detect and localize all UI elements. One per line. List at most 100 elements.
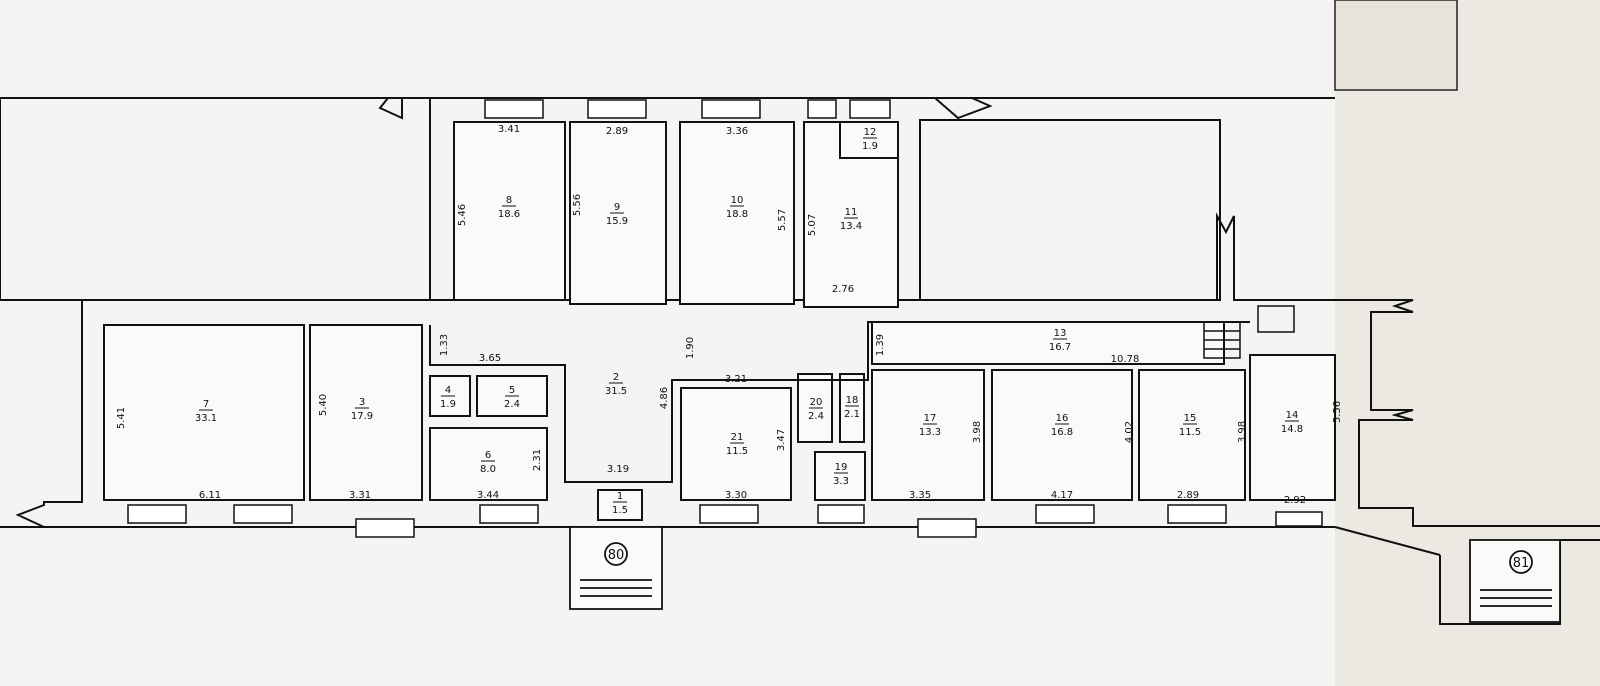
window <box>701 99 761 119</box>
room-area: 2.4 <box>504 399 520 410</box>
dimension-label: 3.21 <box>725 374 747 385</box>
dimension-label: 1.90 <box>685 337 696 359</box>
room-number: 3 <box>359 397 365 408</box>
room-number: 16 <box>1056 413 1069 424</box>
room-number: 18 <box>846 395 859 406</box>
dimension-label: 2.92 <box>1284 495 1306 506</box>
room-8 <box>453 121 566 301</box>
room-number: 9 <box>614 202 620 213</box>
room-area: 2.4 <box>808 411 824 422</box>
room-area: 18.6 <box>498 209 520 220</box>
entrance-80-label: 80 <box>608 548 625 563</box>
room-number: 13 <box>1054 328 1067 339</box>
room-number: 15 <box>1184 413 1197 424</box>
dimension-label: 2.76 <box>832 284 854 295</box>
dimension-label: 1.39 <box>875 334 886 356</box>
room-number: 19 <box>835 462 848 473</box>
room-area: 1.9 <box>440 399 456 410</box>
room-area: 16.7 <box>1049 342 1071 353</box>
room-2-outline <box>429 321 1250 483</box>
dimension-label: 5.56 <box>572 194 583 216</box>
room-number: 20 <box>810 397 823 408</box>
room-number: 7 <box>203 399 209 410</box>
room-area: 31.5 <box>605 386 627 397</box>
room-16 <box>991 369 1133 501</box>
room-number: 5 <box>509 385 515 396</box>
dimension-label: 5.40 <box>318 394 329 416</box>
dimension-label: 5.56 <box>1332 401 1343 423</box>
room-number: 8 <box>506 195 512 206</box>
room-18 <box>839 373 865 443</box>
room-area: 16.8 <box>1051 427 1073 438</box>
room-number: 12 <box>864 127 877 138</box>
dimension-label: 3.35 <box>909 490 931 501</box>
dimension-label: 3.41 <box>498 124 520 135</box>
dimension-label: 3.30 <box>725 490 747 501</box>
room-area: 1.5 <box>612 505 628 516</box>
room-number: 11 <box>845 207 858 218</box>
dimension-label: 3.19 <box>607 464 629 475</box>
room-area: 33.1 <box>195 413 217 424</box>
room-number: 4 <box>445 385 451 396</box>
dimension-label: 3.44 <box>477 490 499 501</box>
window <box>587 99 647 119</box>
room-area: 11.5 <box>1179 427 1201 438</box>
room-area: 17.9 <box>351 411 373 422</box>
entrance-80-marker <box>604 542 628 566</box>
room-area: 2.1 <box>844 409 860 420</box>
dimension-label: 4.02 <box>1124 421 1135 443</box>
dimension-label: 5.57 <box>777 209 788 231</box>
room-17 <box>871 369 985 501</box>
window <box>849 99 891 119</box>
dimension-label: 3.31 <box>349 490 371 501</box>
room-area: 3.3 <box>833 476 849 487</box>
entrance-81-label: 81 <box>1513 556 1530 571</box>
dimension-label: 3.98 <box>1237 421 1248 443</box>
room-number: 17 <box>924 413 937 424</box>
room-number: 2 <box>613 372 619 383</box>
dimension-label: 3.47 <box>776 429 787 451</box>
entrance-81-marker <box>1509 550 1533 574</box>
dimension-label: 3.65 <box>479 353 501 364</box>
room-12 <box>839 121 899 159</box>
dimension-label: 10.78 <box>1111 354 1140 365</box>
room-13 <box>871 321 1225 365</box>
room-number: 21 <box>731 432 744 443</box>
room-area: 11.5 <box>726 446 748 457</box>
room-area: 13.4 <box>840 221 862 232</box>
dimension-label: 6.11 <box>199 490 221 501</box>
dimension-label: 2.31 <box>532 449 543 471</box>
dimension-label: 1.33 <box>439 334 450 356</box>
room-area: 14.8 <box>1281 424 1303 435</box>
neighbor-building-outline <box>1334 0 1458 91</box>
dimension-label: 3.98 <box>972 421 983 443</box>
dimension-label: 5.41 <box>116 407 127 429</box>
dimension-label: 4.86 <box>659 387 670 409</box>
dimension-label: 3.36 <box>726 126 748 137</box>
room-area: 18.8 <box>726 209 748 220</box>
room-15 <box>1138 369 1246 501</box>
dimension-label: 5.46 <box>457 204 468 226</box>
room-number: 14 <box>1286 410 1299 421</box>
room-10 <box>679 121 795 305</box>
stair-13 <box>1203 305 1295 359</box>
room-14 <box>1249 354 1336 501</box>
room-19 <box>814 451 866 501</box>
room-area: 13.3 <box>919 427 941 438</box>
room-number: 10 <box>731 195 744 206</box>
room-3 <box>309 324 423 501</box>
room-6 <box>429 427 548 501</box>
outer-wall-path <box>0 212 1600 528</box>
room-area: 1.9 <box>862 141 878 152</box>
room-number: 6 <box>485 450 491 461</box>
room-number: 1 <box>617 491 623 502</box>
room-21 <box>680 387 792 501</box>
window <box>484 99 544 119</box>
room-area: 15.9 <box>606 216 628 227</box>
room-area: 8.0 <box>480 464 496 475</box>
room-1 <box>597 489 643 521</box>
window <box>807 99 837 119</box>
dimension-label: 2.89 <box>1177 490 1199 501</box>
room-7 <box>103 324 305 501</box>
